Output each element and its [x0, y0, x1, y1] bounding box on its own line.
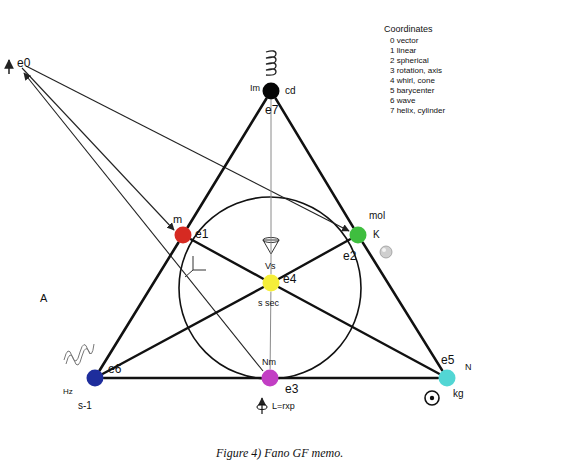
point-dot [175, 227, 192, 244]
point-label: N [465, 363, 472, 372]
fano-line [279, 377, 438, 380]
point-dot [350, 227, 367, 244]
point-dot [262, 370, 279, 387]
point-dot [174, 226, 192, 244]
point-dot [263, 83, 280, 100]
point-label: Hz [63, 388, 73, 396]
point-dot [262, 82, 280, 100]
fano-line [188, 99, 267, 228]
rotation-symbol [261, 398, 262, 414]
point-label: e3 [285, 383, 298, 395]
fano-line [104, 377, 261, 380]
point-label: e1 [195, 228, 208, 240]
point-dot [87, 370, 104, 387]
fano-point: Hzs-1e6 [86, 369, 104, 387]
point-label: Nm [262, 358, 276, 367]
sphere-symbol [382, 248, 386, 252]
fano-line [103, 287, 263, 373]
vector-label: e0 [17, 57, 30, 71]
fano-point: me1 [174, 226, 192, 244]
vector-arrow [24, 73, 263, 371]
point-label: m [173, 214, 182, 225]
vector-arrow [26, 66, 349, 231]
point-label: e6 [108, 363, 121, 375]
barycenter-symbol [430, 396, 434, 400]
point-label: Vs [265, 262, 276, 271]
legend-note: 7 helix, cylinder [390, 106, 445, 115]
point-label: e7 [265, 104, 278, 116]
fano-point: e5Nkg [438, 369, 456, 387]
point-label: e4 [283, 273, 296, 285]
point-label: Im [250, 84, 260, 93]
point-label: L=rxp [272, 402, 295, 411]
point-label: e2 [343, 250, 356, 262]
point-label: e5 [441, 354, 454, 366]
sphere-symbol [380, 246, 392, 258]
legend-note: Coordinates [384, 24, 433, 34]
figure-caption: Figure 4) Fano GF memo. [216, 446, 343, 461]
point-dot [439, 370, 456, 387]
fano-line [100, 243, 179, 371]
point-dot [438, 369, 456, 387]
fano-point: molKe2 [349, 226, 367, 244]
point-dot [86, 369, 104, 387]
point-dot [349, 226, 367, 244]
fano-point: Imcde7 [262, 82, 280, 100]
fano-line [271, 100, 272, 274]
wave-symbol [64, 344, 94, 365]
up-arrow-symbol [8, 60, 9, 74]
vector-arrow [22, 68, 174, 230]
fano-line [363, 243, 442, 371]
point-label: kg [453, 389, 464, 399]
legend-note: 6 wave [390, 96, 415, 105]
vector-label: A [40, 292, 47, 305]
legend-note: 1 linear [390, 46, 416, 55]
point-label: s sec [258, 299, 279, 308]
point-label: s-1 [78, 401, 92, 411]
axes-symbol [185, 256, 206, 277]
point-label: mol [369, 211, 385, 221]
inscribed-circle [179, 197, 361, 379]
legend-note: 2 spherical [390, 56, 429, 65]
rotation-symbol [257, 405, 267, 410]
point-label: K [373, 230, 380, 240]
fano-line [279, 287, 439, 373]
point-dot [263, 275, 280, 292]
fano-line [191, 239, 263, 278]
fano-line [276, 99, 354, 228]
legend-note: 5 barycenter [390, 86, 434, 95]
point-label: cd [285, 86, 296, 96]
legend-note: 3 rotation, axis [390, 66, 442, 75]
fano-point: Vse4s sec [262, 274, 280, 292]
legend-note: 4 whirl, cone [390, 76, 435, 85]
point-dot [262, 274, 280, 292]
fano-point: Nme3L=rxp [261, 369, 279, 387]
point-dot [261, 369, 279, 387]
helix-symbol [266, 51, 276, 75]
barycenter-symbol [425, 391, 439, 405]
legend-note: 0 vector [390, 36, 418, 45]
